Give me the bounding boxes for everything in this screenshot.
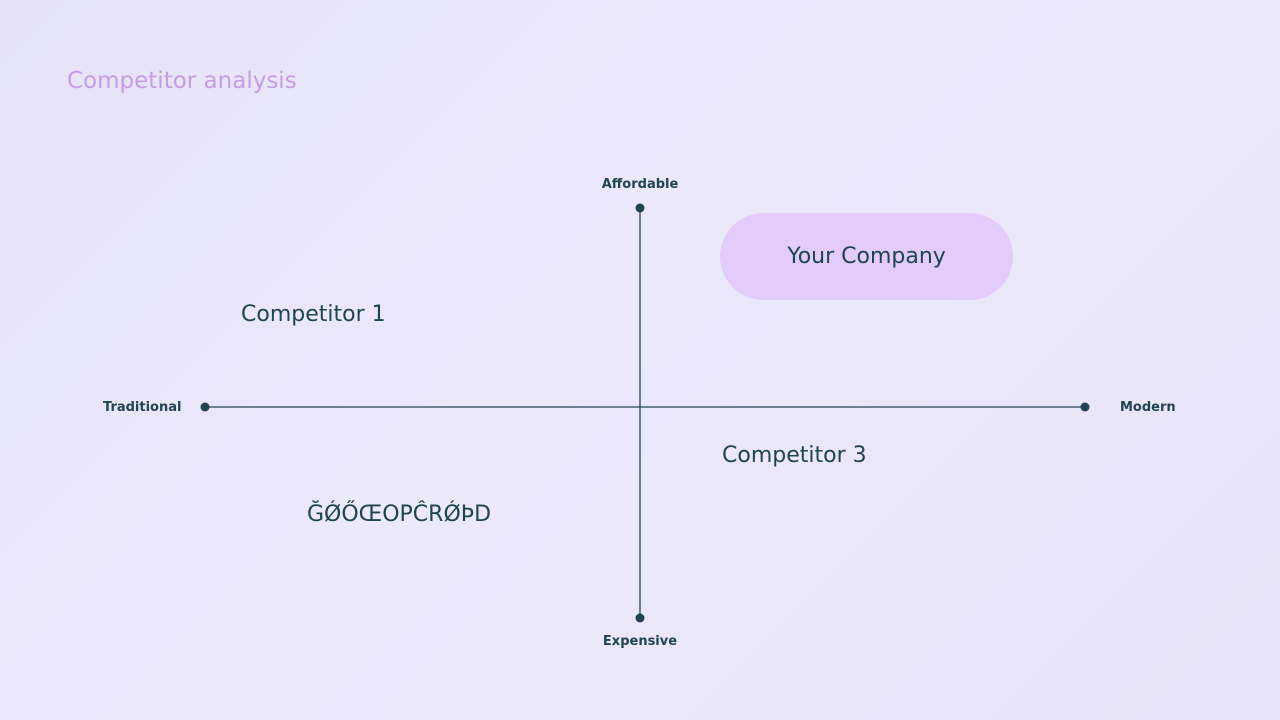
slide-title: Competitor analysis: [67, 68, 297, 94]
your-company-pill: Your Company: [720, 213, 1013, 300]
competitor-3-label: Competitor 3: [722, 443, 867, 468]
axis-endpoint-bottom: [635, 613, 645, 623]
axis-label-traditional: Traditional: [103, 400, 182, 415]
axis-endpoint-right: [1080, 402, 1090, 412]
competitor-2-label: ĞǾŐŒOPĈRǾÞD: [307, 502, 492, 527]
competitor-1-label: Competitor 1: [241, 302, 386, 327]
axis-endpoint-left: [200, 402, 210, 412]
your-company-label: Your Company: [787, 244, 946, 269]
axis-endpoint-top: [635, 203, 645, 213]
axis-label-expensive: Expensive: [602, 634, 678, 649]
axis-label-affordable: Affordable: [601, 177, 679, 192]
axis-label-modern: Modern: [1120, 400, 1176, 415]
